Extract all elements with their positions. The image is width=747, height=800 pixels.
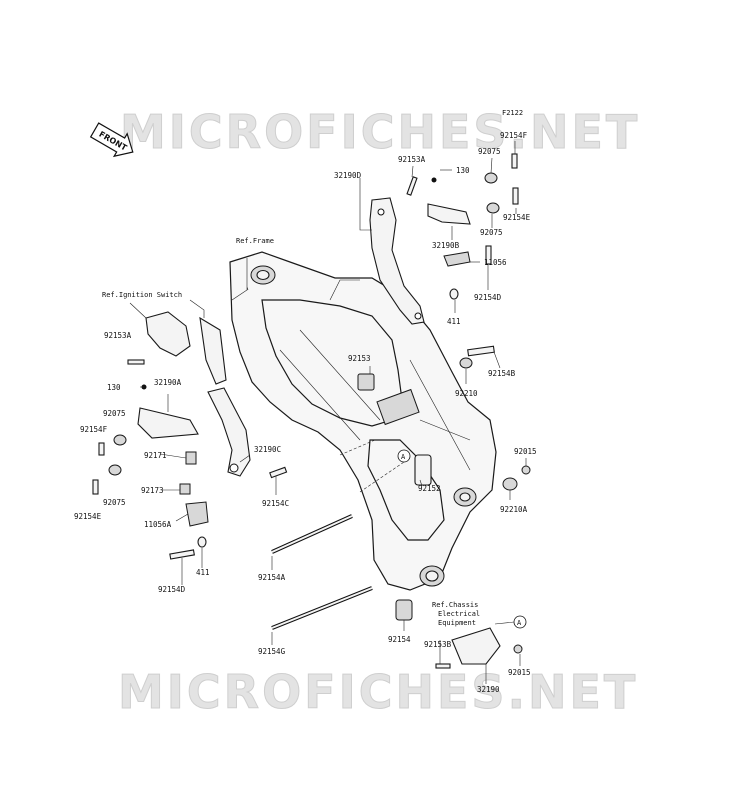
part-label: 92154D: [158, 585, 186, 594]
part-label: 92153A: [398, 155, 426, 164]
bolt-92154E-left: [92, 479, 99, 495]
svg-text:A: A: [401, 453, 406, 461]
bracket-32190C: [207, 387, 251, 477]
part-label: 92152: [418, 484, 441, 493]
part-label: 92154F: [80, 425, 108, 434]
part-label: 92153B: [424, 640, 452, 649]
leader-lines: [129, 141, 527, 684]
ref-equipment-label: Equipment: [438, 619, 476, 627]
part-92152-spacer: [414, 454, 432, 486]
bracket-32190A: [137, 407, 199, 439]
part-label: 32190: [477, 685, 500, 694]
collar-411-top: [449, 288, 459, 300]
part-label: 92015: [508, 668, 531, 677]
part-label: 92173: [141, 486, 164, 495]
ref-chassis-label: Ref.Chassis: [432, 601, 478, 609]
bolt-92154D-top: [485, 245, 492, 265]
part-label: 92154B: [488, 369, 516, 378]
washer-92075-top2: [486, 202, 500, 214]
washer-92075-top: [484, 172, 498, 184]
bolt-92154F-left: [98, 442, 105, 456]
part-label: 92154F: [500, 131, 528, 140]
nut-92210: [459, 357, 473, 369]
damper-92171: [185, 451, 197, 465]
part-label: 92075: [480, 228, 503, 237]
ref-ignition-switch-label: Ref.Ignition Switch: [102, 291, 182, 299]
bolt-92154B: [467, 345, 495, 357]
part-label: 32190D: [334, 171, 362, 180]
motorcycle-frame: [229, 251, 497, 591]
part-label: 130: [456, 166, 470, 175]
bracket-ignition-switch: [145, 311, 227, 385]
clip-130-top: [431, 177, 437, 183]
ref-frame-label: Ref.Frame: [236, 237, 274, 245]
part-label: 92154E: [503, 213, 531, 222]
nut-92015-bottom: [513, 644, 523, 654]
part-label: 32190A: [154, 378, 182, 387]
part-label: 130: [107, 383, 121, 392]
nut-92015-right: [521, 465, 531, 475]
part-label: 32190B: [432, 241, 460, 250]
part-label: 92153: [348, 354, 371, 363]
bracket-32190: [451, 627, 501, 665]
plate-11056A: [185, 501, 209, 527]
bolt-92154D-left: [169, 549, 195, 560]
nut-92210A: [502, 477, 518, 491]
callout-a-frame: A: [397, 449, 411, 463]
part-label: 92210: [455, 389, 478, 398]
watermark-top: MICROFICHES.NET: [120, 105, 640, 159]
bolt-92153A-top: [406, 176, 418, 196]
part-labels: 92154F 92075 92153A 130 32190D 92154E 92…: [74, 131, 537, 694]
part-label: 92154: [388, 635, 411, 644]
part-label: 92075: [478, 147, 501, 156]
part-label: 92210A: [500, 505, 528, 514]
svg-text:A: A: [517, 619, 522, 627]
part-label: 92015: [514, 447, 537, 456]
figure-code: F2122: [502, 109, 523, 117]
washer-92075-left2: [108, 464, 122, 476]
part-label: 411: [447, 317, 461, 326]
part-label: 92154E: [74, 512, 102, 521]
part-label: 411: [196, 568, 210, 577]
ref-electrical-label: Electrical: [438, 610, 480, 618]
part-label: 32190C: [254, 445, 281, 454]
spacer-92154: [395, 599, 413, 621]
washer-92075-left: [113, 434, 127, 446]
part-label: 92154G: [258, 647, 286, 656]
bracket-32190D: [369, 197, 425, 325]
bolt-92153A-left: [127, 359, 145, 365]
bolt-92153B: [435, 663, 451, 669]
damper-92153: [357, 373, 375, 391]
part-label: 92153A: [104, 331, 132, 340]
part-label: 92154D: [474, 293, 502, 302]
bracket-32190B: [427, 203, 471, 267]
watermark-bottom: MICROFICHES.NET: [118, 665, 638, 719]
part-label: 92075: [103, 409, 126, 418]
part-label: 11056: [484, 258, 507, 267]
damper-92173: [179, 483, 191, 495]
part-label: 92154C: [262, 499, 289, 508]
part-11056-plate: [443, 251, 471, 267]
part-label: 11056A: [144, 520, 172, 529]
bolt-92154E-top: [512, 187, 519, 205]
bolt-92154F-top: [511, 153, 518, 169]
callout-a-bottom: A: [513, 615, 527, 629]
part-label: 92171: [144, 451, 167, 460]
part-label: 92154A: [258, 573, 286, 582]
bolt-92154C: [269, 466, 288, 479]
collar-411-left: [197, 536, 207, 548]
part-label: 92075: [103, 498, 126, 507]
